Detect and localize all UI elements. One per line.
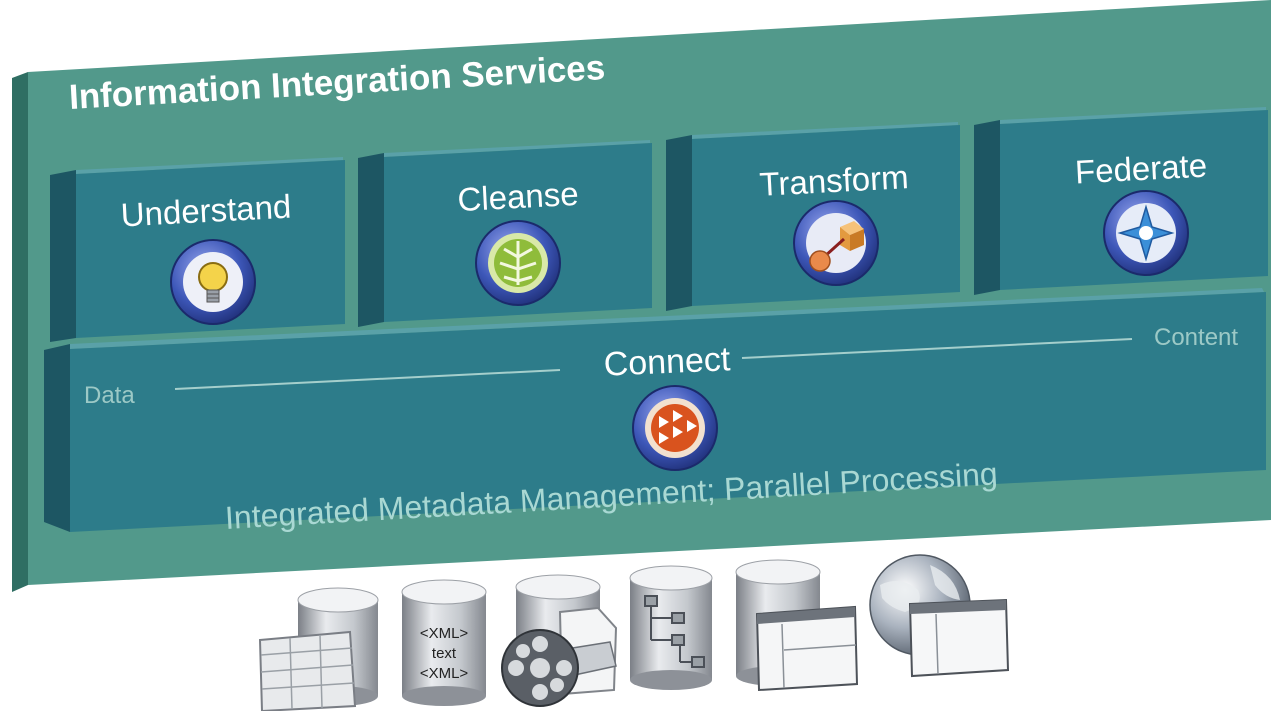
federate-compass-icon	[1103, 190, 1189, 276]
data-line	[174, 369, 561, 390]
service-label-cleanse: Cleanse	[456, 174, 580, 219]
connect-label: Connect	[602, 340, 732, 384]
transform-cube-icon	[793, 200, 879, 286]
service-label-transform: Transform	[758, 158, 910, 203]
content-label: Content	[1154, 324, 1239, 351]
leaf-pattern-icon	[475, 220, 561, 306]
database-xml-icon: <XML> text <XML>	[401, 579, 487, 706]
xml-line-1: <XML>	[420, 625, 469, 642]
data-label: Data	[84, 382, 135, 409]
globe-web-icon	[869, 554, 1010, 678]
xml-line-3: <XML>	[420, 665, 469, 682]
connect-arrows-icon	[632, 385, 718, 471]
lightbulb-icon	[170, 239, 256, 325]
service-label-federate: Federate	[1074, 146, 1208, 191]
database-application-icon	[735, 559, 859, 692]
database-hierarchy-icon	[629, 565, 713, 690]
database-table-icon	[258, 587, 379, 713]
xml-line-2: text	[432, 645, 457, 662]
database-media-icon	[501, 574, 618, 707]
content-line	[741, 338, 1133, 359]
